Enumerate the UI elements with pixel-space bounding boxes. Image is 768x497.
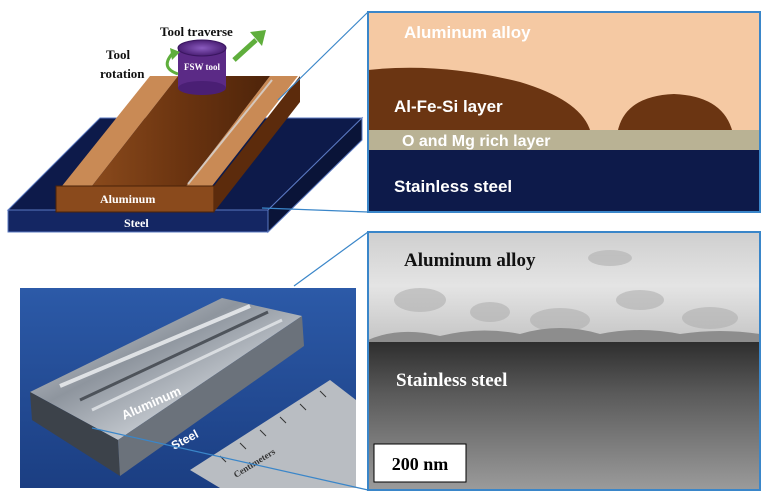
micrograph-interface (368, 328, 760, 344)
scale-bar-box (373, 443, 467, 483)
o-mg-rich-label: O and Mg rich layer (402, 133, 550, 150)
metal-plate-front (30, 392, 120, 476)
tem-micrograph: Aluminum alloy Stainless steel 200 nm (367, 231, 761, 491)
ruler (190, 380, 356, 488)
aluminum-block-top-right (186, 76, 298, 186)
connector-line (91, 427, 369, 491)
connector-line (277, 11, 369, 101)
al-fe-si-label: Al-Fe-Si layer (394, 97, 503, 116)
connector-line (293, 231, 369, 287)
aluminum-block-top-left (62, 76, 178, 186)
stainless-steel-layer (368, 150, 760, 212)
steel-label: Steel (124, 216, 149, 230)
metal-plate-top (30, 298, 302, 440)
fsw-tool-label: FSW tool (184, 62, 221, 72)
micrograph-frame (367, 231, 761, 491)
layers-diagram-frame (367, 11, 761, 213)
plate-ridge (91, 318, 283, 412)
plate-ridge (59, 304, 251, 388)
micrograph-aluminum-label: Aluminum alloy (404, 250, 536, 271)
micrograph-steel-label: Stainless steel (396, 370, 507, 391)
tool-rotation-label-1: Tool (106, 47, 130, 62)
tool-traverse-label: Tool traverse (160, 24, 233, 39)
stainless-steel-label: Stainless steel (394, 177, 512, 196)
al-fe-si-layer (368, 67, 590, 130)
aluminum-label: Aluminum (100, 192, 155, 206)
scale-bar-label: 200 nm (392, 454, 449, 474)
rotation-arrowhead-icon (170, 48, 180, 60)
layers-diagram: Aluminum alloy Al-Fe-Si layer O and Mg r… (367, 11, 761, 213)
tool-rotation-label-2: rotation (100, 66, 145, 81)
fsw-schematic: FSW tool Tool traverse Tool rotation Alu… (6, 24, 364, 234)
rotation-arrow-icon (165, 53, 179, 76)
traverse-arrowhead-icon (250, 30, 266, 46)
plate-ridge (79, 310, 269, 402)
steel-plate-side (267, 116, 363, 234)
o-mg-rich-layer (368, 130, 760, 150)
al-fe-si-layer (618, 94, 732, 130)
micrograph-texture (394, 250, 738, 332)
traverse-arrow-icon (232, 38, 258, 62)
weld-line (187, 79, 273, 185)
connector-line (261, 207, 369, 213)
metal-plate-side (118, 316, 304, 476)
sample-photo: Centimeters Aluminum Steel (20, 288, 356, 488)
aluminum-alloy-label: Aluminum alloy (404, 23, 531, 42)
aluminum-block-side (214, 76, 300, 212)
fsw-tool (177, 39, 227, 95)
ruler-ticks (219, 390, 327, 463)
aluminum-groove (92, 76, 270, 186)
